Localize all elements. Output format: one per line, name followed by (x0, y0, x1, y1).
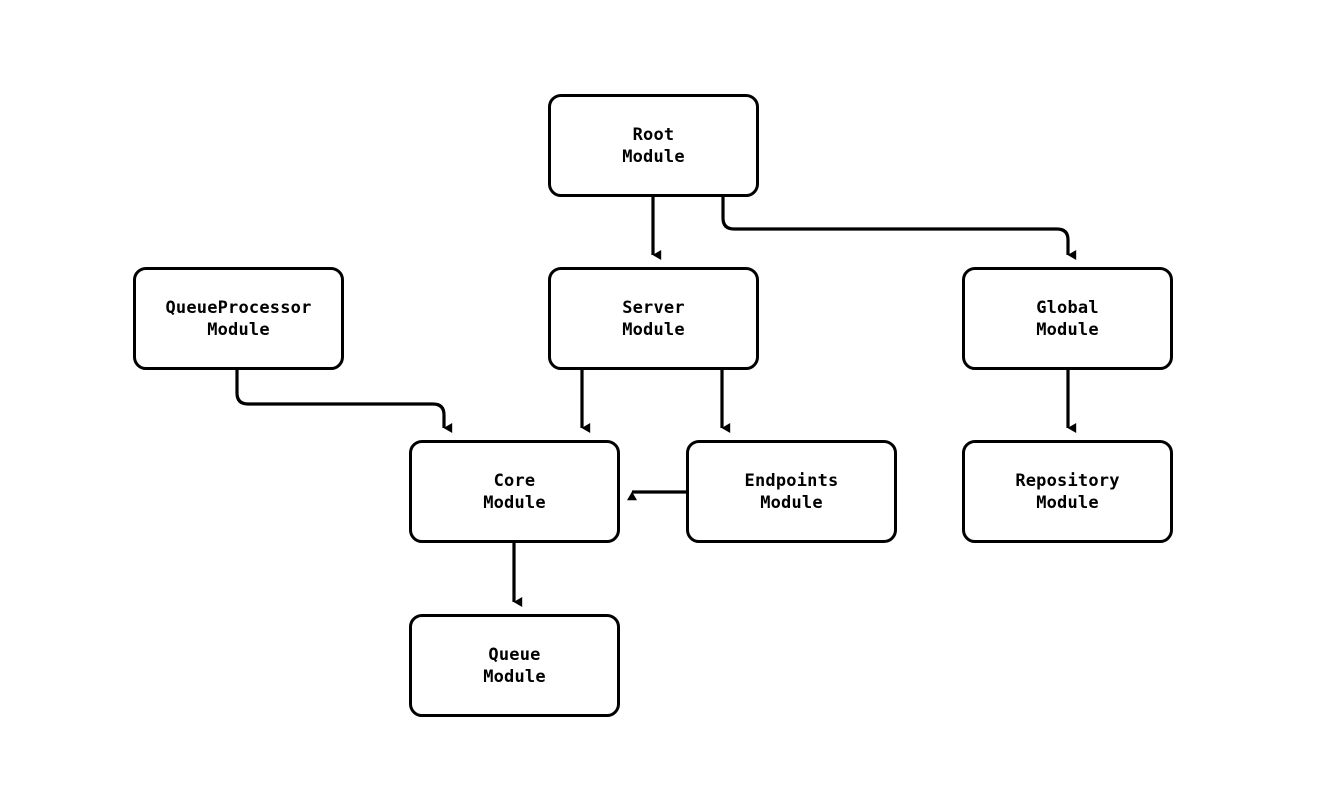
node-label-line2: Module (207, 319, 270, 340)
node-label-line2: Module (1036, 319, 1099, 340)
node-label-line1: Root (632, 124, 675, 145)
node-label-line2: Module (622, 146, 685, 167)
edge-queueprocessor-to-core (235, 370, 453, 433)
node-endpoints-module[interactable]: Endpoints Module (686, 440, 897, 543)
node-server-module[interactable]: Server Module (548, 267, 759, 370)
node-label-line2: Module (622, 319, 685, 340)
edge-root-to-global (721, 197, 1077, 260)
node-label-line2: Module (760, 492, 823, 513)
node-label-line1: Repository (1015, 470, 1120, 491)
node-label-line1: QueueProcessor (165, 297, 312, 318)
node-label-line2: Module (483, 666, 546, 687)
node-label-line1: Server (622, 297, 685, 318)
edges-group (235, 197, 1077, 607)
node-label-line2: Module (483, 492, 546, 513)
node-label-line1: Endpoints (744, 470, 839, 491)
node-core-module[interactable]: Core Module (409, 440, 620, 543)
node-label-line1: Queue (488, 644, 541, 665)
node-repository-module[interactable]: Repository Module (962, 440, 1173, 543)
node-global-module[interactable]: Global Module (962, 267, 1173, 370)
node-label-line1: Global (1036, 297, 1099, 318)
node-label-line2: Module (1036, 492, 1099, 513)
node-queueprocessor-module[interactable]: QueueProcessor Module (133, 267, 344, 370)
node-queue-module[interactable]: Queue Module (409, 614, 620, 717)
node-label-line1: Core (493, 470, 536, 491)
node-root-module[interactable]: Root Module (548, 94, 759, 197)
